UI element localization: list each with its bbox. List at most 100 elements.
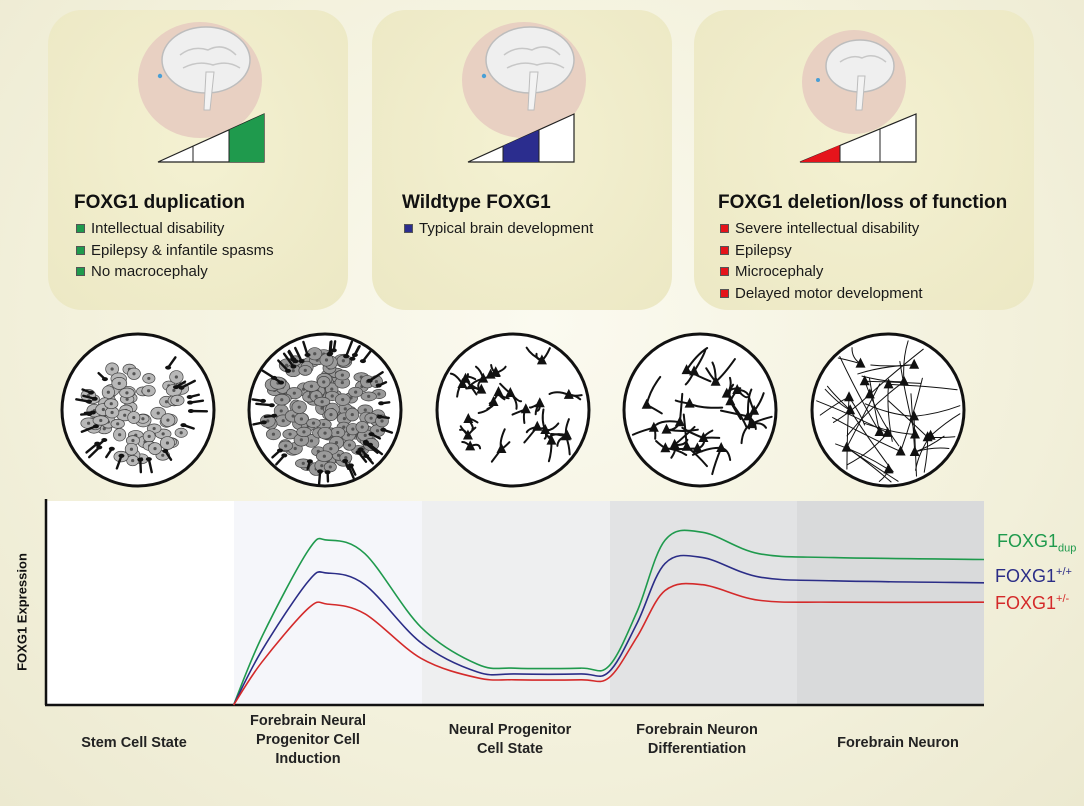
cell-nucleus bbox=[110, 367, 114, 371]
stage-label: Forebrain Neuron bbox=[837, 735, 959, 751]
neuron-process bbox=[826, 385, 851, 411]
neuron-process bbox=[910, 393, 916, 453]
cell-end bbox=[86, 399, 93, 404]
neuron-process bbox=[740, 423, 753, 445]
cell-nucleus bbox=[156, 411, 160, 415]
cell-end bbox=[91, 396, 98, 401]
neuron-process bbox=[678, 392, 684, 424]
cell-nucleus bbox=[363, 433, 367, 437]
neuron-process bbox=[705, 367, 717, 383]
cell-nucleus bbox=[291, 369, 295, 373]
cell-nucleus bbox=[132, 415, 136, 420]
cell-nucleus bbox=[350, 412, 354, 417]
cell-end bbox=[180, 423, 187, 428]
cell-end bbox=[345, 464, 352, 469]
cell-nucleus bbox=[303, 368, 307, 373]
stage-label: Forebrain Neural Progenitor Cell Inducti… bbox=[249, 713, 367, 767]
cell-nucleus bbox=[367, 394, 371, 399]
cell-end bbox=[101, 437, 108, 442]
neuron-process bbox=[543, 429, 548, 440]
cell-end bbox=[342, 458, 349, 463]
cell-end bbox=[290, 364, 297, 369]
neuron-process bbox=[848, 396, 866, 426]
neuron-process bbox=[878, 468, 889, 482]
cell-nucleus bbox=[334, 440, 339, 445]
cell-nucleus bbox=[281, 419, 285, 423]
cell-nucleus bbox=[164, 400, 169, 404]
cell-nucleus bbox=[309, 439, 314, 443]
neuron-process bbox=[720, 446, 732, 461]
cell-nucleus bbox=[342, 416, 346, 421]
neuron-process bbox=[693, 348, 707, 373]
cell-end bbox=[368, 432, 375, 437]
neuron-process bbox=[914, 435, 945, 453]
cell-end bbox=[271, 375, 278, 380]
neuron-process bbox=[544, 422, 560, 432]
cell-end bbox=[271, 413, 278, 418]
cell-nucleus bbox=[99, 418, 103, 423]
cell-nucleus bbox=[161, 432, 165, 436]
cell-process bbox=[282, 352, 295, 368]
cell-nucleus bbox=[322, 380, 326, 384]
cell-end bbox=[101, 377, 108, 382]
cell-nucleus bbox=[179, 431, 183, 435]
neuron-process bbox=[832, 417, 902, 452]
neuron-process bbox=[499, 382, 512, 395]
cell-nucleus bbox=[174, 375, 178, 379]
neuron-process bbox=[490, 363, 497, 374]
neuron-process bbox=[846, 383, 881, 449]
neuron-process bbox=[489, 373, 501, 378]
cell-end bbox=[260, 420, 267, 425]
cell-end bbox=[324, 470, 331, 475]
cell-end bbox=[108, 446, 115, 451]
panel-duplication: FOXG1 duplication Intellectual disabilit… bbox=[48, 10, 348, 310]
panel-title: Wildtype FOXG1 bbox=[402, 192, 551, 213]
neuron-process bbox=[456, 377, 467, 398]
cell-end bbox=[363, 441, 370, 446]
neuron-process bbox=[861, 375, 905, 383]
cell-nucleus bbox=[347, 443, 352, 447]
panel-title: FOXG1 duplication bbox=[74, 192, 246, 213]
cell-nucleus bbox=[322, 454, 326, 458]
cell-nucleus bbox=[336, 430, 340, 435]
neuron-process bbox=[870, 364, 915, 367]
neuron-process bbox=[753, 392, 765, 412]
cell-end bbox=[292, 359, 299, 364]
cell-end bbox=[178, 385, 185, 390]
cell-end bbox=[173, 385, 180, 390]
cell-nucleus bbox=[292, 391, 296, 395]
neuron-process bbox=[711, 446, 723, 476]
cell-end bbox=[259, 398, 266, 403]
list-item: Epilepsy & infantile spasms bbox=[76, 240, 274, 262]
stage-label: Forebrain Neuron Differentiation bbox=[636, 722, 758, 757]
neuron-process bbox=[673, 425, 696, 446]
neuron-soma bbox=[925, 429, 936, 440]
neuron-process bbox=[497, 391, 506, 401]
cell-nucleus bbox=[320, 464, 324, 468]
cell-process bbox=[317, 470, 322, 487]
neuron-process bbox=[750, 422, 768, 429]
neuron-process bbox=[540, 347, 551, 362]
cell-nucleus bbox=[341, 359, 345, 363]
cell-nucleus bbox=[320, 400, 324, 404]
neuron-process bbox=[567, 393, 582, 401]
cell-nucleus bbox=[271, 432, 276, 436]
cell-nucleus bbox=[301, 461, 305, 465]
neuron-process bbox=[528, 402, 541, 409]
cell-nucleus bbox=[360, 425, 364, 429]
cell-state-circle-differentiation bbox=[622, 332, 778, 488]
cell-nucleus bbox=[117, 381, 121, 386]
cell-end bbox=[366, 378, 373, 383]
cell-end bbox=[327, 351, 334, 356]
list-item: No macrocephaly bbox=[76, 261, 274, 283]
neuron-process bbox=[729, 400, 742, 421]
cell-nucleus bbox=[297, 405, 301, 409]
neuron-process bbox=[851, 347, 861, 365]
cell-nucleus bbox=[110, 410, 114, 415]
cell-nucleus bbox=[266, 419, 270, 423]
cell-state-circle-neuron bbox=[810, 332, 966, 488]
neuron-process bbox=[864, 380, 922, 384]
neuron-process bbox=[846, 432, 889, 466]
cell-end bbox=[278, 380, 285, 385]
cell-end bbox=[298, 359, 305, 364]
